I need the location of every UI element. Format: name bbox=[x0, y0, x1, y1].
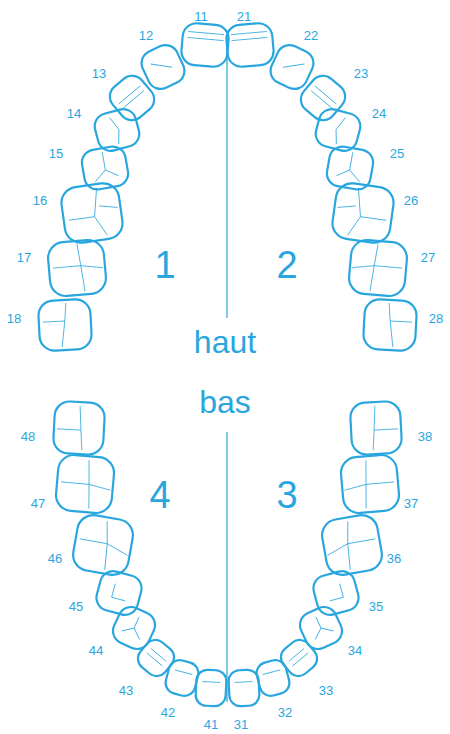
tooth-number: 41 bbox=[204, 718, 218, 731]
tooth-number: 44 bbox=[89, 644, 103, 657]
tooth-number: 26 bbox=[404, 194, 418, 207]
tooth-number: 15 bbox=[49, 147, 63, 160]
quadrant-number: 3 bbox=[276, 476, 297, 514]
jaw-label: bas bbox=[199, 386, 251, 418]
tooth-number: 42 bbox=[161, 706, 175, 719]
tooth-number: 24 bbox=[372, 107, 386, 120]
tooth-number: 17 bbox=[17, 251, 31, 264]
midline bbox=[226, 30, 227, 318]
tooth-number: 22 bbox=[304, 29, 318, 42]
midline bbox=[226, 432, 227, 702]
tooth-number: 16 bbox=[33, 194, 47, 207]
quadrant-number: 2 bbox=[276, 246, 297, 284]
jaw-label: haut bbox=[194, 326, 256, 358]
quadrant-number: 4 bbox=[149, 476, 170, 514]
tooth-number: 11 bbox=[194, 10, 208, 23]
tooth-number: 27 bbox=[421, 251, 435, 264]
tooth-number: 12 bbox=[139, 29, 153, 42]
tooth-number: 47 bbox=[31, 497, 45, 510]
tooth-number: 25 bbox=[390, 147, 404, 160]
tooth-number: 35 bbox=[369, 600, 383, 613]
tooth-number: 33 bbox=[319, 684, 333, 697]
tooth-number: 28 bbox=[429, 312, 443, 325]
tooth-number: 37 bbox=[404, 497, 418, 510]
tooth-number: 18 bbox=[7, 312, 21, 325]
tooth-number: 45 bbox=[69, 600, 83, 613]
tooth-number: 31 bbox=[234, 718, 248, 731]
quadrant-number: 1 bbox=[154, 246, 175, 284]
tooth-number: 32 bbox=[278, 706, 292, 719]
tooth-number: 38 bbox=[418, 430, 432, 443]
tooth-number: 14 bbox=[67, 107, 81, 120]
tooth-number: 21 bbox=[237, 10, 251, 23]
tooth-number: 48 bbox=[21, 430, 35, 443]
tooth-number: 46 bbox=[48, 552, 62, 565]
tooth-number: 43 bbox=[119, 684, 133, 697]
tooth-number: 23 bbox=[354, 67, 368, 80]
tooth-number: 36 bbox=[387, 552, 401, 565]
tooth-number: 13 bbox=[92, 67, 106, 80]
tooth-number: 34 bbox=[348, 644, 362, 657]
